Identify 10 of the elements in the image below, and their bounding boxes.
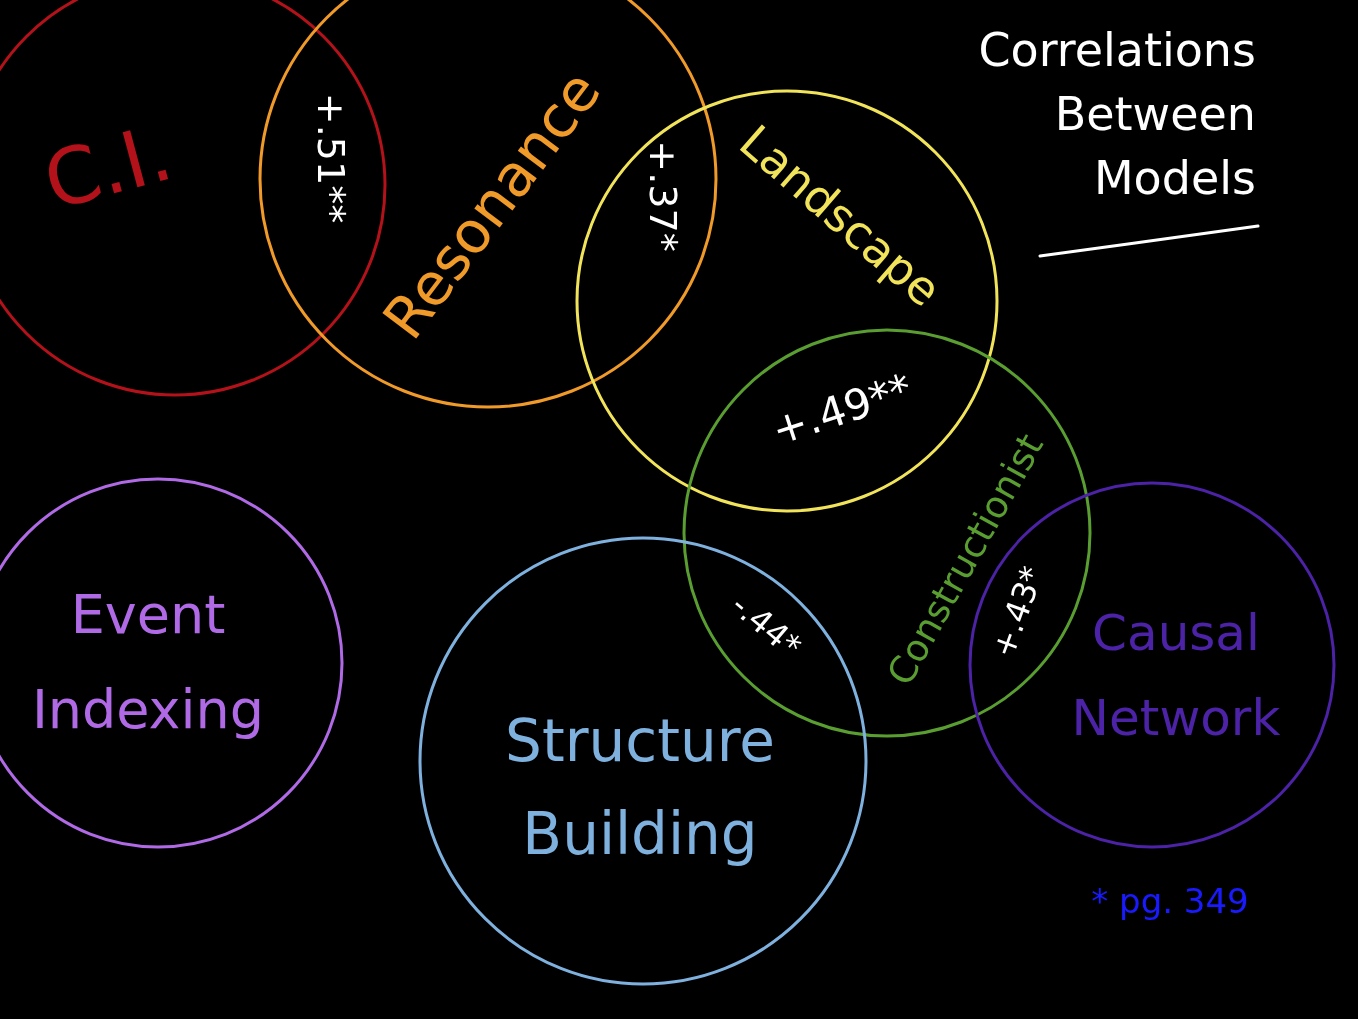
model-label: Causal Network [1070,603,1282,749]
model-circle [417,535,869,987]
title: Correlations Between Models [977,22,1256,207]
model-label: Event Indexing [30,581,266,742]
page-reference: * pg. 349 [1091,882,1249,922]
model-label: C.I. [35,108,181,228]
correlation-value: +.51** [308,92,352,224]
correlation-value: +.37* [640,140,684,252]
correlation-value: -.44* [724,586,808,666]
model-label: Structure Building [504,706,776,870]
